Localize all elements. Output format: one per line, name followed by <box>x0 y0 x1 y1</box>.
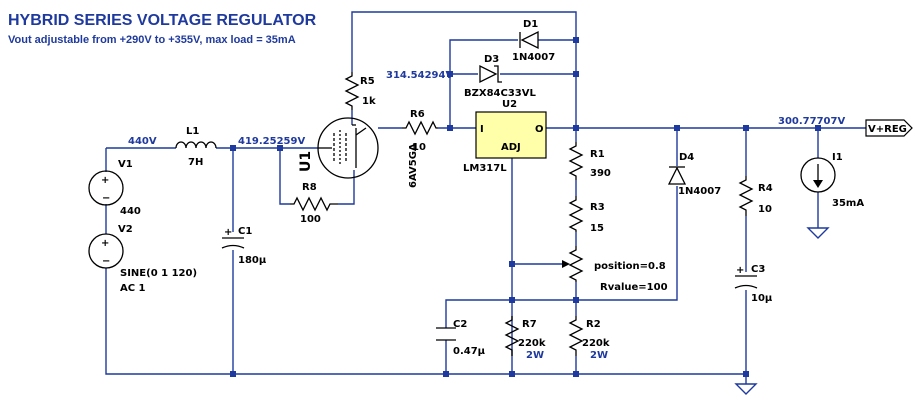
u2-pin-adj: ADJ <box>501 142 521 153</box>
r5-resistor[interactable]: R5 1k <box>344 72 376 110</box>
d4-diode[interactable]: D4 1N4007 <box>667 152 721 197</box>
c2-capacitor[interactable]: C2 0.47µ <box>436 319 486 357</box>
ground-i1 <box>806 227 830 239</box>
u2-regulator[interactable]: I O ADJ U2 LM317L <box>463 99 547 174</box>
v2-value-ac: AC 1 <box>120 283 146 294</box>
d4-ref: D4 <box>679 152 694 163</box>
v2-ref: V2 <box>118 224 133 235</box>
c3-ref: C3 <box>751 264 765 275</box>
d3-ref: D3 <box>484 54 499 65</box>
r4-ref: R4 <box>758 183 773 194</box>
potentiometer[interactable]: position=0.8 Rvalue=100 <box>562 246 668 293</box>
c1-value: 180µ <box>238 255 267 266</box>
vreg-port-label: V+REG <box>868 124 907 135</box>
r1-ref: R1 <box>590 149 605 160</box>
u2-value: LM317L <box>463 163 507 174</box>
r7-value: 220k <box>518 338 546 349</box>
r2-ref: R2 <box>586 319 601 330</box>
schematic-title: HYBRID SERIES VOLTAGE REGULATOR <box>8 12 317 29</box>
r5-value: 1k <box>362 96 376 107</box>
r7-ref: R7 <box>522 319 537 330</box>
l1-ref: L1 <box>186 126 199 137</box>
c1-ref: C1 <box>238 226 252 237</box>
c1-capacitor[interactable]: + C1 180µ <box>221 226 267 266</box>
net-label-314v: 314.54294V <box>386 70 453 81</box>
junction-dots <box>230 37 821 377</box>
v2-source[interactable]: + − V2 SINE(0 1 120) AC 1 <box>88 224 197 294</box>
schematic-subtitle: Vout adjustable from +290V to +355V, max… <box>8 34 296 46</box>
r6-ref: R6 <box>410 109 425 120</box>
v1-ref: V1 <box>118 159 133 170</box>
c2-value: 0.47µ <box>453 346 486 357</box>
r4-resistor[interactable]: R4 10 <box>738 176 773 216</box>
l1-inductor[interactable]: L1 7H <box>175 126 217 168</box>
i1-ref: I1 <box>832 152 843 163</box>
d4-value: 1N4007 <box>678 186 721 197</box>
i1-value: 35mA <box>832 198 864 209</box>
r1-value: 390 <box>590 168 611 179</box>
v2-plus-sign: + <box>101 238 109 249</box>
v1-minus-sign: − <box>102 193 110 204</box>
r3-resistor[interactable]: R3 15 <box>568 196 605 234</box>
u1-ref: U1 <box>298 151 314 172</box>
r6-resistor[interactable]: R6 10 <box>402 109 438 153</box>
ground-main <box>734 383 758 395</box>
u1-tube[interactable]: U1 6AV5GA <box>298 117 419 188</box>
r6-value: 10 <box>412 142 426 153</box>
c2-ref: C2 <box>453 319 467 330</box>
d1-ref: D1 <box>523 19 538 30</box>
r1-resistor[interactable]: R1 390 <box>568 142 611 180</box>
d1-diode[interactable]: D1 1N4007 <box>512 19 555 63</box>
c3-capacitor[interactable]: + C3 10µ <box>734 264 773 304</box>
r2-power: 2W <box>590 350 608 361</box>
d3-zener-diode[interactable]: D3 BZX84C33VL <box>464 54 536 99</box>
v1-value: 440 <box>120 206 141 217</box>
r8-resistor[interactable]: R8 100 <box>290 182 338 225</box>
vreg-port[interactable]: V+REG <box>865 119 913 137</box>
r2-value: 220k <box>582 338 610 349</box>
d3-value: BZX84C33VL <box>464 88 536 99</box>
r2-resistor[interactable]: R2 220k 2W <box>568 316 610 361</box>
r7-power: 2W <box>526 350 544 361</box>
wires <box>105 11 866 384</box>
v2-minus-sign: − <box>102 256 110 267</box>
v1-source[interactable]: + − V1 440 <box>88 159 141 217</box>
u2-pin-out: O <box>535 124 544 135</box>
i1-current-source[interactable]: I1 35mA <box>800 152 864 209</box>
c3-plus-sign: + <box>736 265 744 276</box>
pot-position: position=0.8 <box>594 261 666 272</box>
net-label-440v: 440V <box>128 136 157 147</box>
v2-value: SINE(0 1 120) <box>120 268 197 279</box>
u2-ref: U2 <box>502 99 517 110</box>
l1-value: 7H <box>188 157 203 168</box>
net-label-419v: 419.25259V <box>238 136 305 147</box>
c1-plus-sign: + <box>224 227 232 238</box>
pot-rvalue: Rvalue=100 <box>600 282 668 293</box>
r3-value: 15 <box>590 223 604 234</box>
r4-value: 10 <box>758 204 772 215</box>
net-label-vout: 300.77707V <box>778 116 845 127</box>
r3-ref: R3 <box>590 202 605 213</box>
v1-plus-sign: + <box>101 175 109 186</box>
r8-value: 100 <box>300 214 321 225</box>
c3-value: 10µ <box>751 293 773 304</box>
r7-resistor[interactable]: R7 220k 2W <box>504 316 546 361</box>
r8-ref: R8 <box>302 182 317 193</box>
u1-value: 6AV5GA <box>408 143 419 188</box>
u2-pin-in: I <box>480 124 484 135</box>
r5-ref: R5 <box>360 76 375 87</box>
d1-value: 1N4007 <box>512 52 555 63</box>
